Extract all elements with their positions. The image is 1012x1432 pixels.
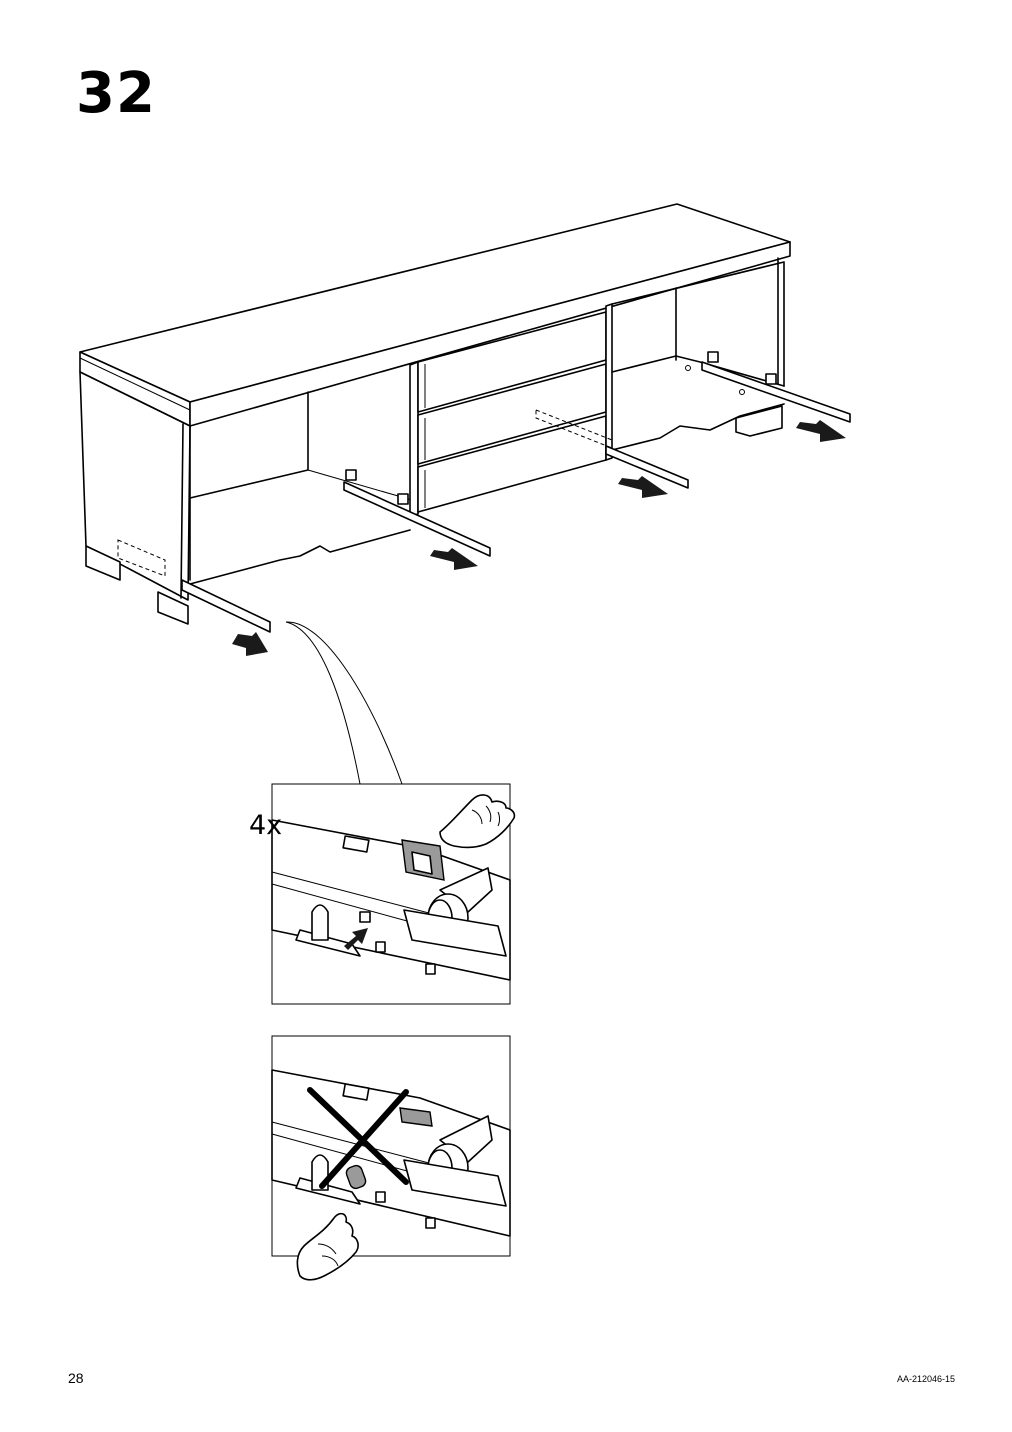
quantity-label: 4x [249,810,283,841]
page-number: 28 [68,1370,84,1386]
step-number: 32 [76,61,156,126]
document-code: AA-212046-15 [897,1374,956,1384]
detail-incorrect-panel [271,1035,511,1281]
tv-bench-drawing [79,203,851,785]
detail-correct-panel [271,783,516,1005]
